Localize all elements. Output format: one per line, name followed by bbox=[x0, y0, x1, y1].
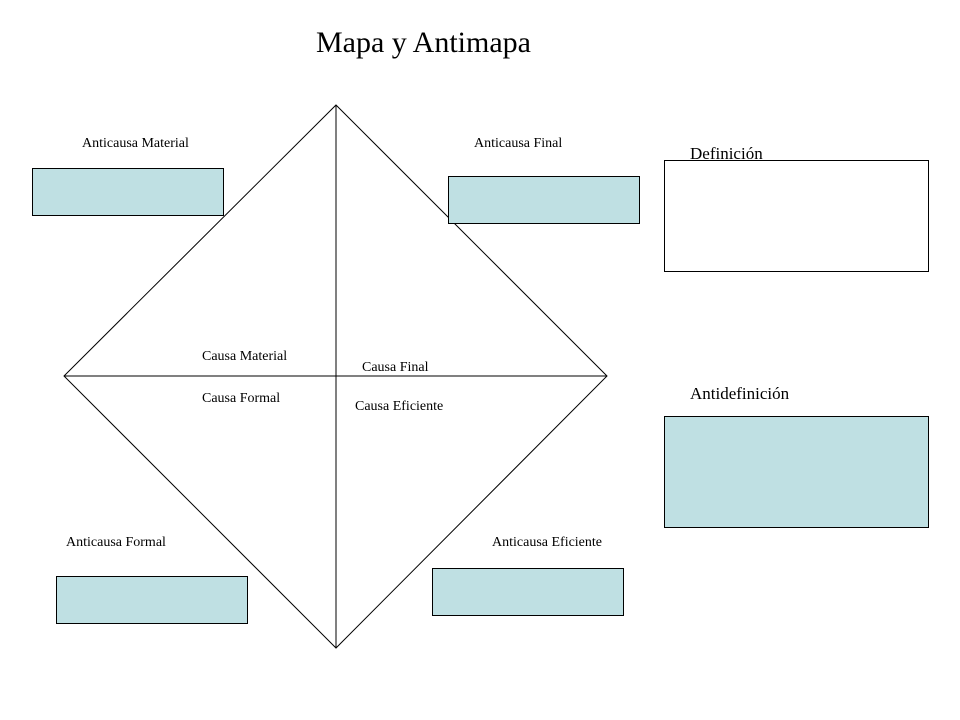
causa-formal-label: Causa Formal bbox=[202, 391, 281, 406]
anticausa-eficiente-box[interactable] bbox=[432, 568, 624, 616]
anticausa-final-label: Anticausa Final bbox=[474, 136, 563, 151]
anticausa-material-box[interactable] bbox=[32, 168, 224, 216]
anticausa-formal-label: Anticausa Formal bbox=[66, 535, 166, 550]
title-text: Mapa y Antimapa bbox=[316, 26, 531, 59]
causa-final-label: Causa Final bbox=[362, 360, 429, 375]
causa-material-label: Causa Material bbox=[202, 349, 288, 364]
antidefinicion-box[interactable] bbox=[664, 416, 929, 528]
anticausa-final-box[interactable] bbox=[448, 176, 640, 224]
anticausa-eficiente-label: Anticausa Eficiente bbox=[492, 535, 603, 550]
definicion-box[interactable] bbox=[664, 160, 929, 272]
anticausa-formal-box[interactable] bbox=[56, 576, 248, 624]
definicion-label: Definición bbox=[690, 144, 763, 163]
anticausa-material-label: Anticausa Material bbox=[82, 136, 189, 151]
causa-eficiente-label: Causa Eficiente bbox=[355, 399, 444, 414]
antidefinicion-label: Antidefinición bbox=[690, 384, 790, 403]
